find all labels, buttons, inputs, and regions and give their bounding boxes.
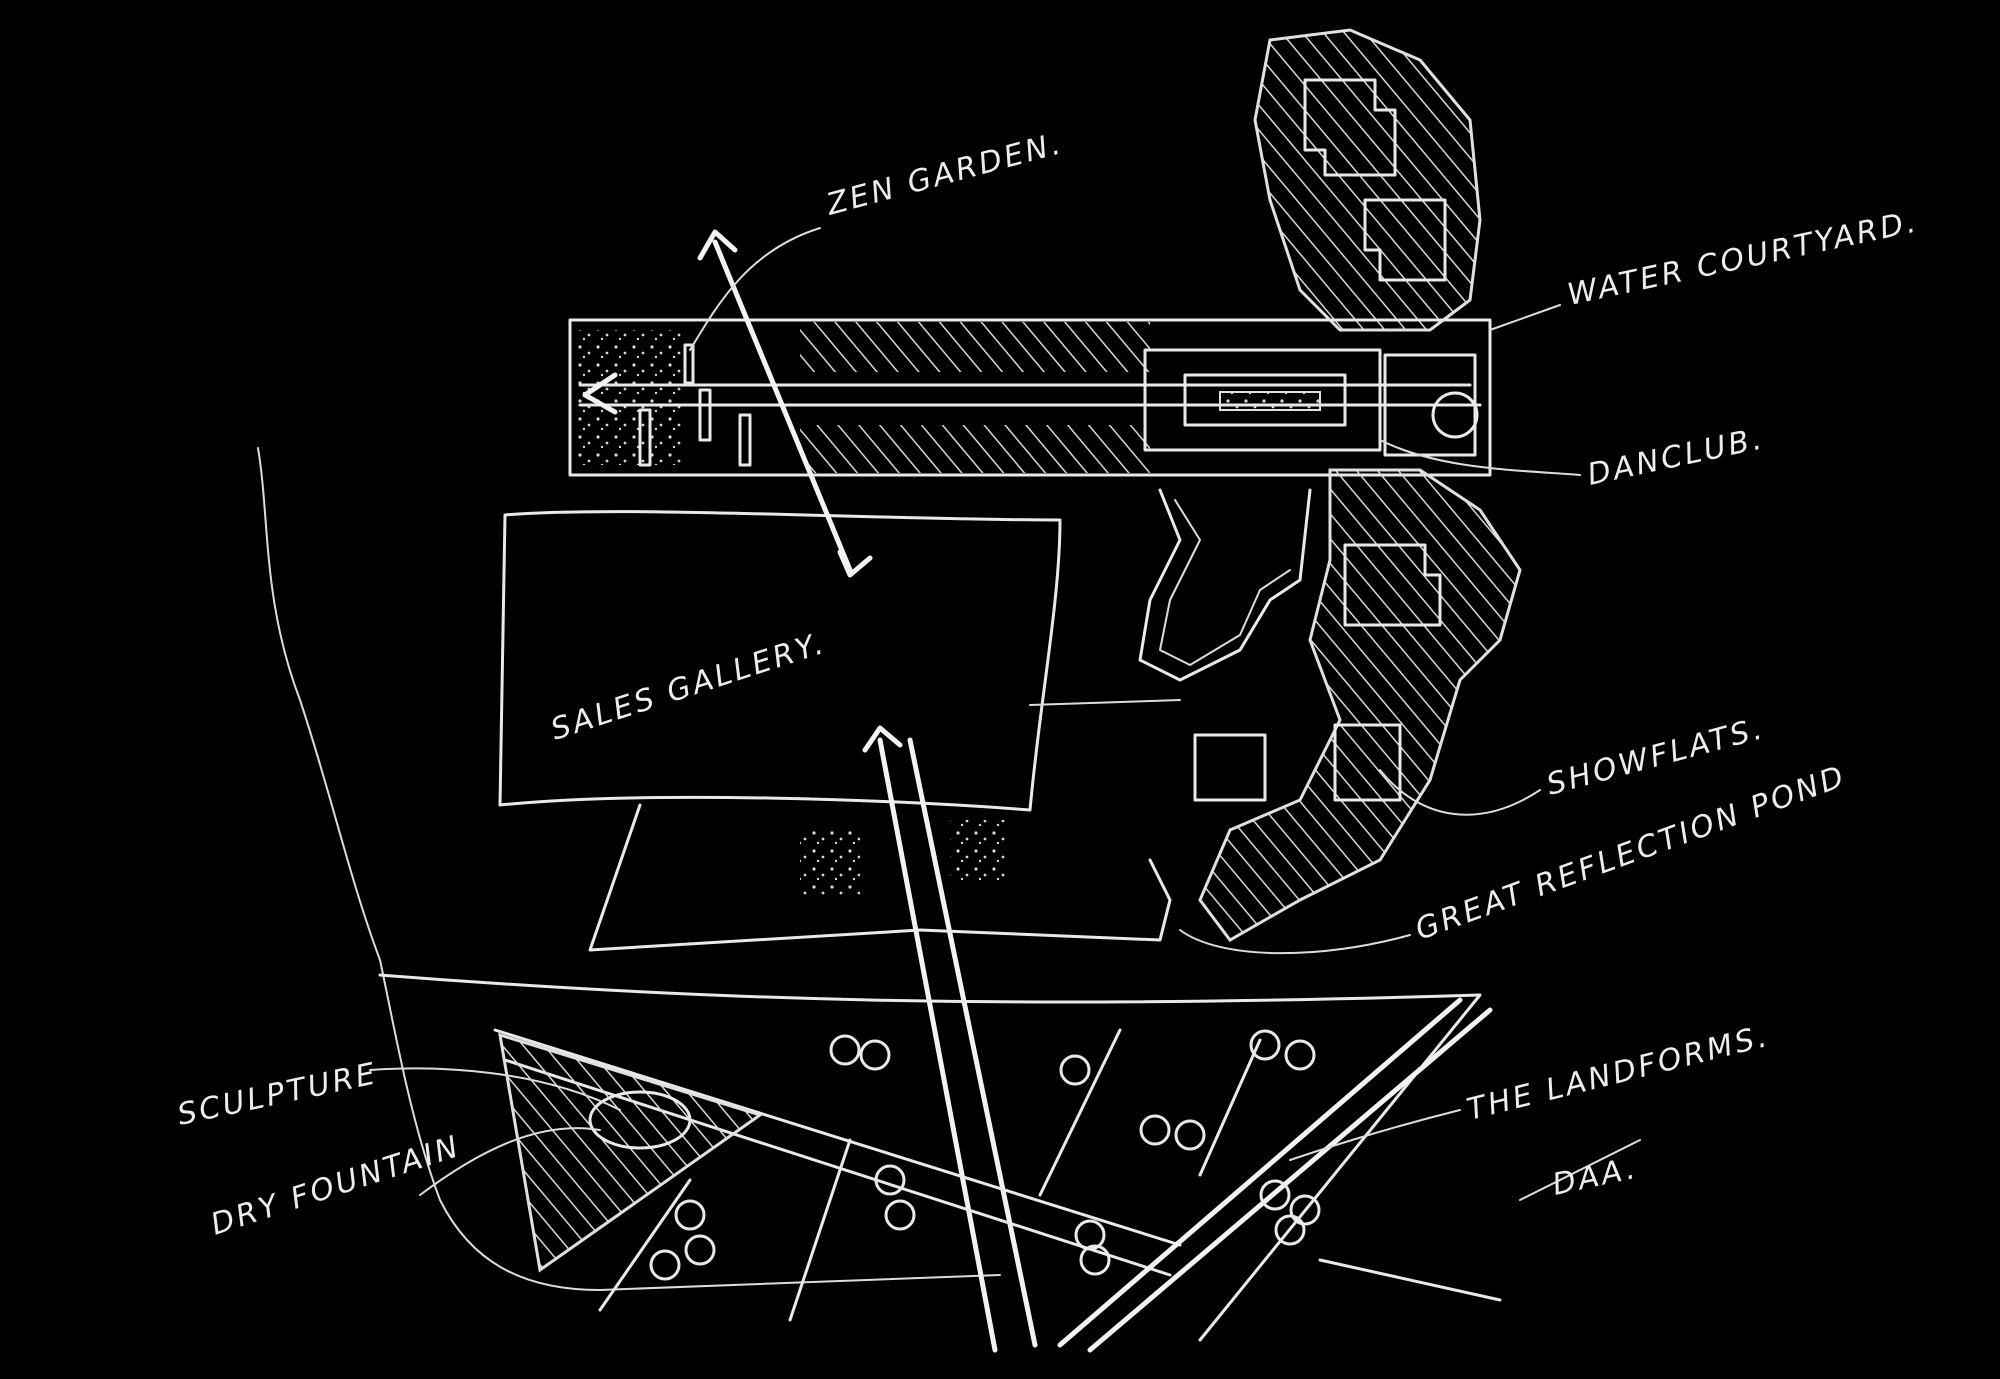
zen-stone-3 [738, 413, 752, 467]
landforms-divider-2 [1198, 1038, 1262, 1177]
label-clubhouse: DANCLUB. [1584, 421, 1767, 493]
zen-stone-4 [683, 343, 695, 385]
courtyard-building-2 [1363, 198, 1447, 282]
site-boundary-line [257, 447, 1001, 1291]
leader-dry-fountain [419, 1127, 601, 1196]
label-zen-garden: ZEN GARDEN. [822, 126, 1067, 223]
label-reflection-pond: GREAT REFLECTION POND [1411, 759, 1851, 948]
zen-stone-2 [698, 388, 712, 442]
label-sales-gallery: SALES GALLERY. [547, 626, 831, 748]
clubhouse-pool [1183, 373, 1347, 427]
leader-zen-garden [689, 227, 821, 351]
label-showflats: SHOWFLATS. [1543, 711, 1769, 803]
reflection-pond-frame [588, 803, 1172, 952]
sales-gallery-link [1029, 699, 1181, 706]
label-water-courtyard: WATER COURTYARD. [1564, 204, 1921, 313]
water-courtyard-hatch [1253, 28, 1482, 332]
leader-clubhouse [1379, 439, 1581, 476]
landforms-divider-3 [788, 1138, 852, 1322]
showflats-hatch [1198, 468, 1522, 942]
landforms-outline [378, 973, 1482, 1342]
dry-fountain-oval [588, 1090, 692, 1150]
leader-water-courtyard [1489, 304, 1561, 331]
zen-garden-block [568, 318, 1492, 477]
label-dry-fountain: DRY FOUNTAIN [207, 1129, 466, 1243]
main-axis-arrow-icon [862, 725, 903, 753]
showflat-building-1 [1343, 543, 1442, 627]
leader-landforms [1289, 1109, 1461, 1161]
sales-gallery-block [498, 510, 1062, 812]
north-arrow-icon [697, 229, 738, 261]
signature-underline [1519, 1139, 1641, 1201]
main-axis-path [877, 737, 998, 1353]
pond-stipple-1 [800, 830, 860, 895]
zen-garden-stipple [578, 330, 683, 465]
tree-cluster [649, 1029, 1321, 1281]
leader-reflection-pond [1179, 929, 1411, 955]
zen-garden-hatch-top [800, 322, 1150, 372]
south-arrow-icon [837, 549, 873, 578]
clubhouse-pool-inner [1219, 391, 1321, 411]
clubhouse-roundel [1431, 391, 1479, 439]
leader-sculpture [369, 1067, 621, 1111]
landforms-diagonal [1057, 997, 1463, 1348]
clubhouse-block [1143, 348, 1382, 452]
stepped-path [1138, 488, 1312, 682]
signature: DAA. [1549, 1151, 1641, 1203]
stepped-path-inner [1159, 499, 1291, 666]
zen-garden-hatch-bottom [800, 425, 1150, 473]
label-sculpture: SCULPTURE [174, 1056, 381, 1133]
landforms-band-1 [493, 1028, 1182, 1247]
landforms-edge-right [1318, 1258, 1502, 1302]
landforms-diagonal-edge [1087, 1007, 1493, 1353]
zen-stone-1 [638, 408, 652, 467]
west-arrow-icon [582, 372, 618, 415]
zen-axis-arrow [712, 239, 853, 573]
landforms-divider-4 [598, 1178, 692, 1312]
main-axis-path-edge [907, 737, 1038, 1348]
showflat-building-3 [1333, 723, 1402, 802]
landforms-divider-1 [1038, 1028, 1122, 1197]
label-landforms: THE LANDFORMS. [1463, 1019, 1773, 1128]
pond-stipple-2 [950, 820, 1010, 885]
courtyard-building-1 [1303, 78, 1397, 177]
leader-showflats [1379, 769, 1541, 816]
clubhouse-end-room [1383, 353, 1477, 457]
sculpture-hatch [498, 1032, 764, 1273]
showflat-building-2 [1193, 733, 1267, 802]
